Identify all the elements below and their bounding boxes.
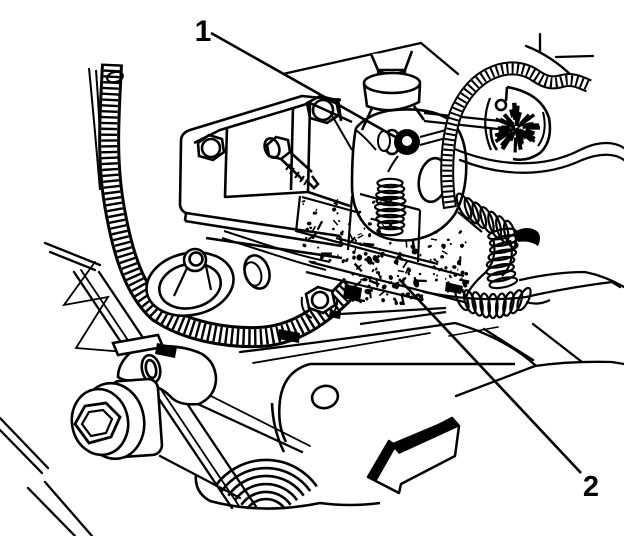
svg-text:2: 2 — [583, 471, 599, 503]
svg-text:1: 1 — [195, 15, 212, 48]
